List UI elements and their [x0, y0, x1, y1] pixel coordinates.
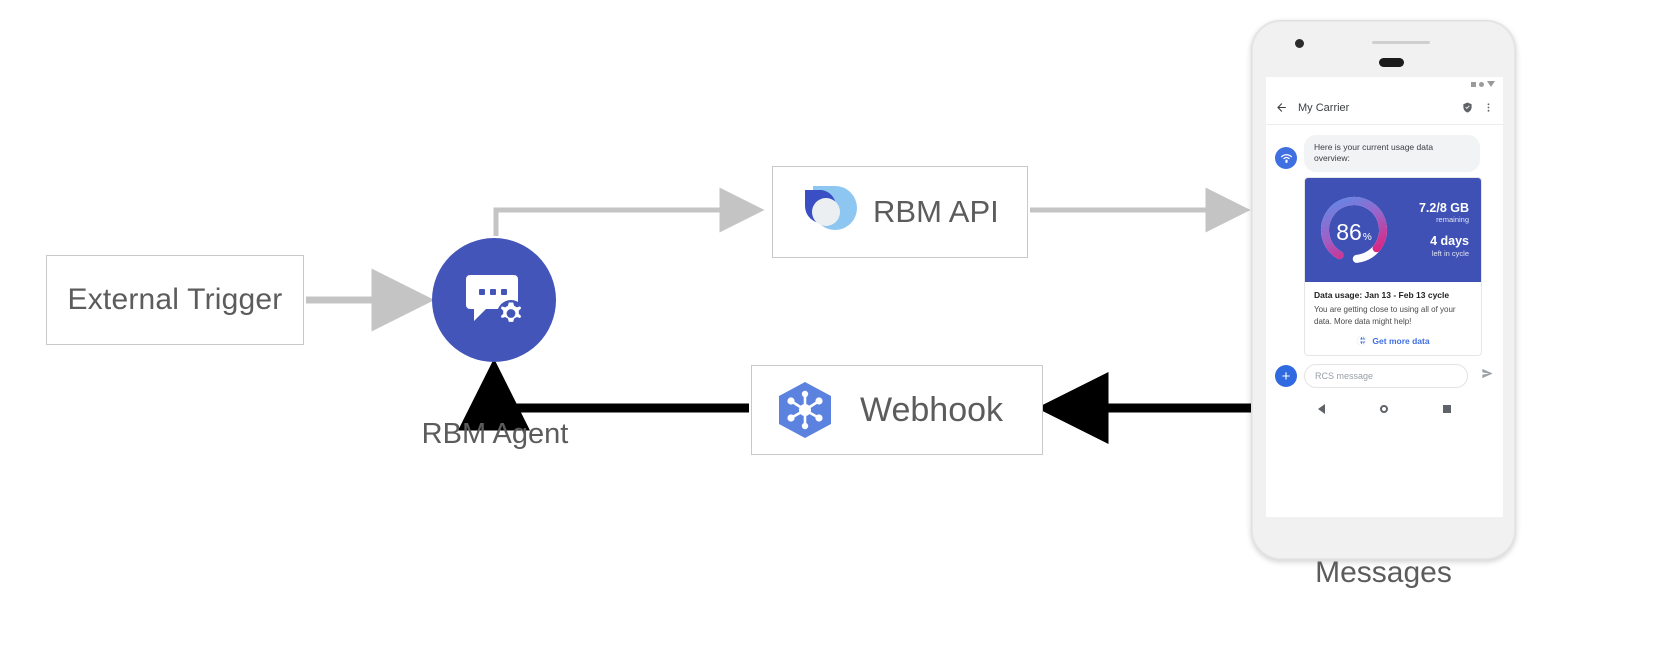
- node-external-trigger[interactable]: External Trigger: [46, 255, 304, 345]
- webhook-label: Webhook: [860, 390, 1004, 429]
- back-arrow-icon[interactable]: [1275, 101, 1288, 114]
- app-bar: My Carrier: [1266, 91, 1503, 125]
- phone-mockup: My Carrier Here: [1251, 20, 1516, 560]
- speaker-grille: [1372, 41, 1430, 44]
- webhook-hexagon-icon: [779, 382, 831, 438]
- connector-webhook-to-agent: [458, 358, 749, 431]
- get-more-data-label: Get more data: [1372, 335, 1430, 346]
- app-bar-title: My Carrier: [1298, 101, 1350, 114]
- rich-card-body: Data usage: Jan 13 - Feb 13 cycle You ar…: [1305, 282, 1481, 355]
- rich-card-title: Data usage: Jan 13 - Feb 13 cycle: [1314, 289, 1450, 300]
- android-nav-bar: [1266, 396, 1503, 423]
- status-bar: [1266, 77, 1503, 91]
- chat-gear-icon: [466, 275, 525, 328]
- phone-screen: My Carrier Here: [1266, 77, 1503, 517]
- more-vertical-icon[interactable]: [1483, 102, 1494, 113]
- gauge-value: 86: [1336, 218, 1362, 245]
- rich-card[interactable]: 86 % 7.2/8 GB remaining 4 days left in c…: [1304, 176, 1482, 357]
- rcs-message-input[interactable]: RCS message: [1304, 364, 1468, 389]
- conversation-thread: Here is your current usage data overview…: [1266, 125, 1503, 357]
- gauge-value-group: 86 %: [1315, 191, 1393, 269]
- usage-gauge: 86 %: [1315, 191, 1393, 269]
- battery-triangle-icon: [1487, 81, 1495, 87]
- connector-agent-to-api: [493, 187, 765, 236]
- nav-home-icon[interactable]: [1379, 405, 1388, 414]
- node-rbm-api[interactable]: RBM API: [772, 166, 1028, 258]
- globe-icon: [1357, 336, 1367, 346]
- stat-data-remaining-label: remaining: [1436, 215, 1469, 225]
- message-composer: + RCS message: [1266, 356, 1503, 397]
- plus-icon[interactable]: +: [1275, 365, 1297, 388]
- rich-card-description: You are getting close to using all of yo…: [1314, 304, 1456, 326]
- verified-shield-icon: [1462, 102, 1473, 113]
- node-rbm-agent[interactable]: [432, 238, 556, 362]
- stat-days-left-label: left in cycle: [1431, 249, 1469, 259]
- rich-card-hero: 86 % 7.2/8 GB remaining 4 days left in c…: [1305, 177, 1481, 282]
- rcs-message-placeholder: RCS message: [1315, 371, 1374, 382]
- stat-data-remaining-value: 7.2/8 GB: [1418, 200, 1469, 215]
- stat-days-left-value: 4 days: [1430, 234, 1469, 249]
- get-more-data-button[interactable]: Get more data: [1314, 335, 1472, 346]
- hero-stats: 7.2/8 GB remaining 4 days left in cycle: [1401, 200, 1471, 259]
- earpiece: [1379, 58, 1404, 67]
- incoming-message-bubble: Here is your current usage data overview…: [1304, 135, 1480, 172]
- rcs-wifi-avatar-icon: [1275, 147, 1297, 169]
- signal-dot-icon: [1479, 81, 1484, 87]
- gauge-unit: %: [1362, 231, 1372, 243]
- front-camera-icon: [1295, 39, 1304, 48]
- phone-caption: Messages: [1315, 556, 1452, 589]
- rbm-api-logo-icon: [801, 186, 857, 230]
- nav-back-icon[interactable]: [1317, 404, 1325, 415]
- nav-recents-icon[interactable]: [1443, 405, 1452, 414]
- phone-bezel-top: [1252, 21, 1515, 89]
- external-trigger-label: External Trigger: [67, 283, 283, 316]
- message-row-incoming: Here is your current usage data overview…: [1275, 135, 1494, 172]
- rbm-agent-label: RBM Agent: [421, 418, 569, 450]
- rbm-api-label: RBM API: [873, 194, 999, 229]
- node-webhook[interactable]: Webhook: [751, 365, 1043, 455]
- send-icon[interactable]: [1481, 367, 1494, 385]
- signal-square-icon: [1471, 81, 1476, 87]
